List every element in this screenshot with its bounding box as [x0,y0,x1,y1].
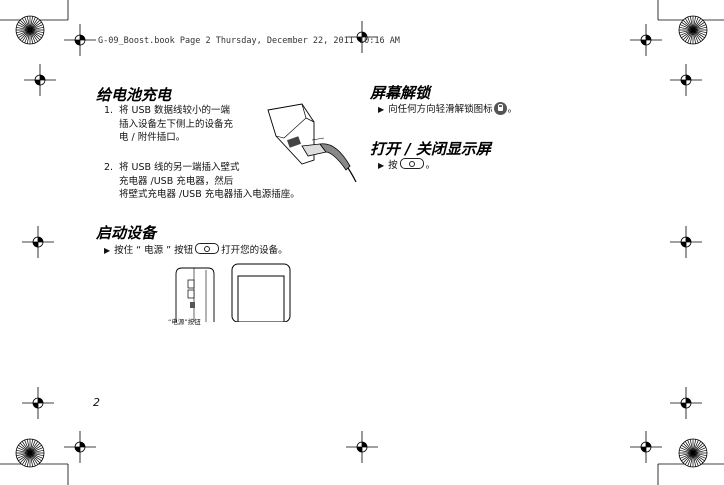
step-number: 1. [104,105,114,116]
step-text: 将 USB 线的另一端插入壁式 [119,162,240,173]
start-text-after: 打开您的设备。 [221,245,288,256]
start-text-before: 按住 “ 电源 ” 按钮 [114,245,194,256]
unlock-instruction: ▶向任何方向轻滑解锁图标 。 [378,102,517,117]
charge-title: 给电池充电 [96,86,172,104]
bullet-arrow-icon: ▶ [104,246,111,255]
display-title: 打开 / 关闭显示屏 [370,140,491,158]
power-button-caption: “电源”按钮 [168,318,201,326]
display-text-after: 。 [425,160,436,171]
bullet-arrow-icon: ▶ [378,161,385,170]
print-header: G-09_Boost.book Page 2 Thursday, Decembe… [98,36,400,46]
step-number: 2. [104,162,114,173]
step-text: 插入设备左下侧上的设备充 [119,118,234,130]
unlock-text-after: 。 [507,104,518,115]
device-power-button-illustration [175,263,291,322]
step-text: 将壁式充电器 /USB 充电器插入电源插座。 [119,189,300,200]
usb-charging-illustration [267,103,357,182]
display-text-before: 按 [388,160,398,171]
start-instruction: ▶按住 “ 电源 ” 按钮 打开您的设备。 [104,243,288,258]
power-key-icon [195,243,220,254]
step-text: 电 / 附件插口。 [119,132,186,143]
lock-icon [493,102,507,115]
unlock-text-before: 向任何方向轻滑解锁图标 [388,104,493,115]
step-text: 充电器 /USB 充电器，然后 [119,175,234,187]
charge-step-2: 2. 将 USB 线的另一端插入壁式 充电器 /USB 充电器，然后 将壁式充电器… [104,161,300,202]
bullet-arrow-icon: ▶ [378,105,385,114]
power-key-icon [399,158,424,169]
charge-step-1: 1. 将 USB 数据线较小的一端 插入设备左下侧上的设备充 电 / 附件插口。 [104,104,233,145]
unlock-title: 屏幕解锁 [370,84,431,102]
page-number: 2 [93,396,100,409]
step-text: 将 USB 数据线较小的一端 [119,105,231,116]
start-title: 启动设备 [96,224,157,242]
display-instruction: ▶按 。 [378,158,435,173]
